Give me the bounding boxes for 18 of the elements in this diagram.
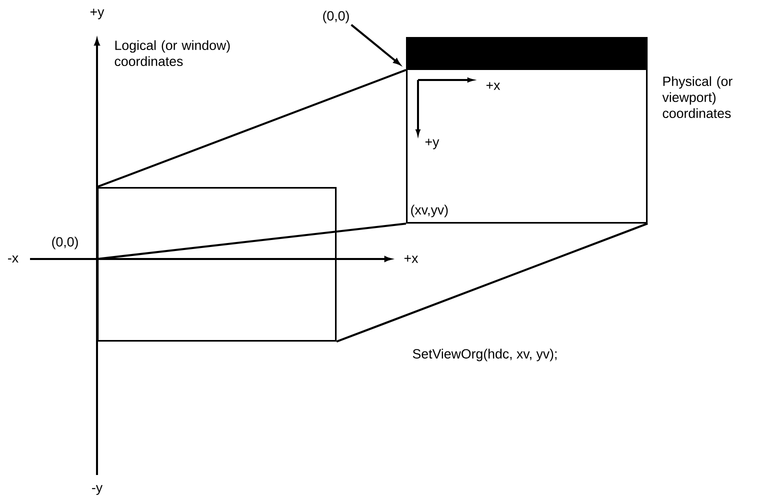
axis-label: +y <box>425 138 440 150</box>
point-label: (xv,yv) <box>411 204 448 218</box>
projection-line <box>336 222 648 343</box>
axis-label: -x <box>8 255 18 263</box>
projection-line <box>96 69 406 188</box>
axis-label: +y <box>90 8 104 20</box>
axis-label: +x <box>486 82 500 90</box>
axis-label: -y <box>92 485 103 495</box>
leader-arrow <box>350 24 400 65</box>
function-call: SetViewOrg(hdc, xv, yv); <box>412 348 557 362</box>
projection-line <box>96 222 406 260</box>
axis-caption: Logical (or window) coordinates <box>114 40 230 66</box>
point-label: (0,0) <box>52 236 78 250</box>
rectangle <box>97 186 337 342</box>
callout-label: (0,0) <box>323 10 349 24</box>
axis-label: +x <box>404 255 418 263</box>
node-caption: Physical (or viewport) coordinates <box>662 76 732 118</box>
window-drawing <box>406 37 648 224</box>
